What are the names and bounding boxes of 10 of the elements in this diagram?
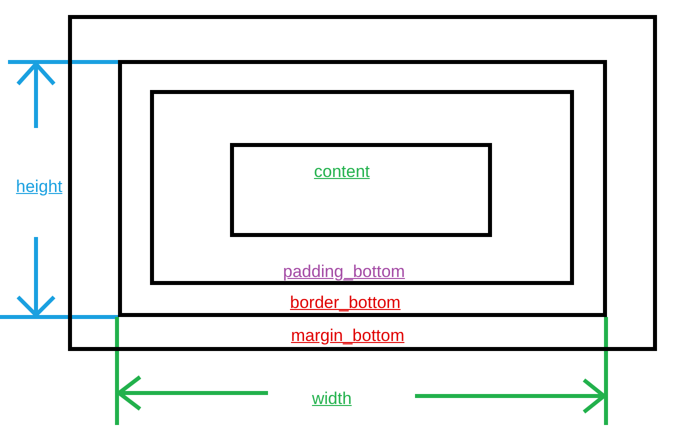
region-label: border_bottom (290, 293, 401, 313)
box-model-rectangle (68, 15, 657, 351)
box-model-rectangle (150, 90, 574, 285)
region-label: content (314, 162, 370, 182)
box-model-rectangle (230, 143, 492, 237)
region-label: padding_bottom (283, 262, 405, 282)
box-model-rectangle (118, 60, 607, 317)
dimension-label: height (16, 177, 62, 197)
region-label: margin_bottom (291, 326, 404, 346)
dimension-label: width (312, 389, 352, 409)
